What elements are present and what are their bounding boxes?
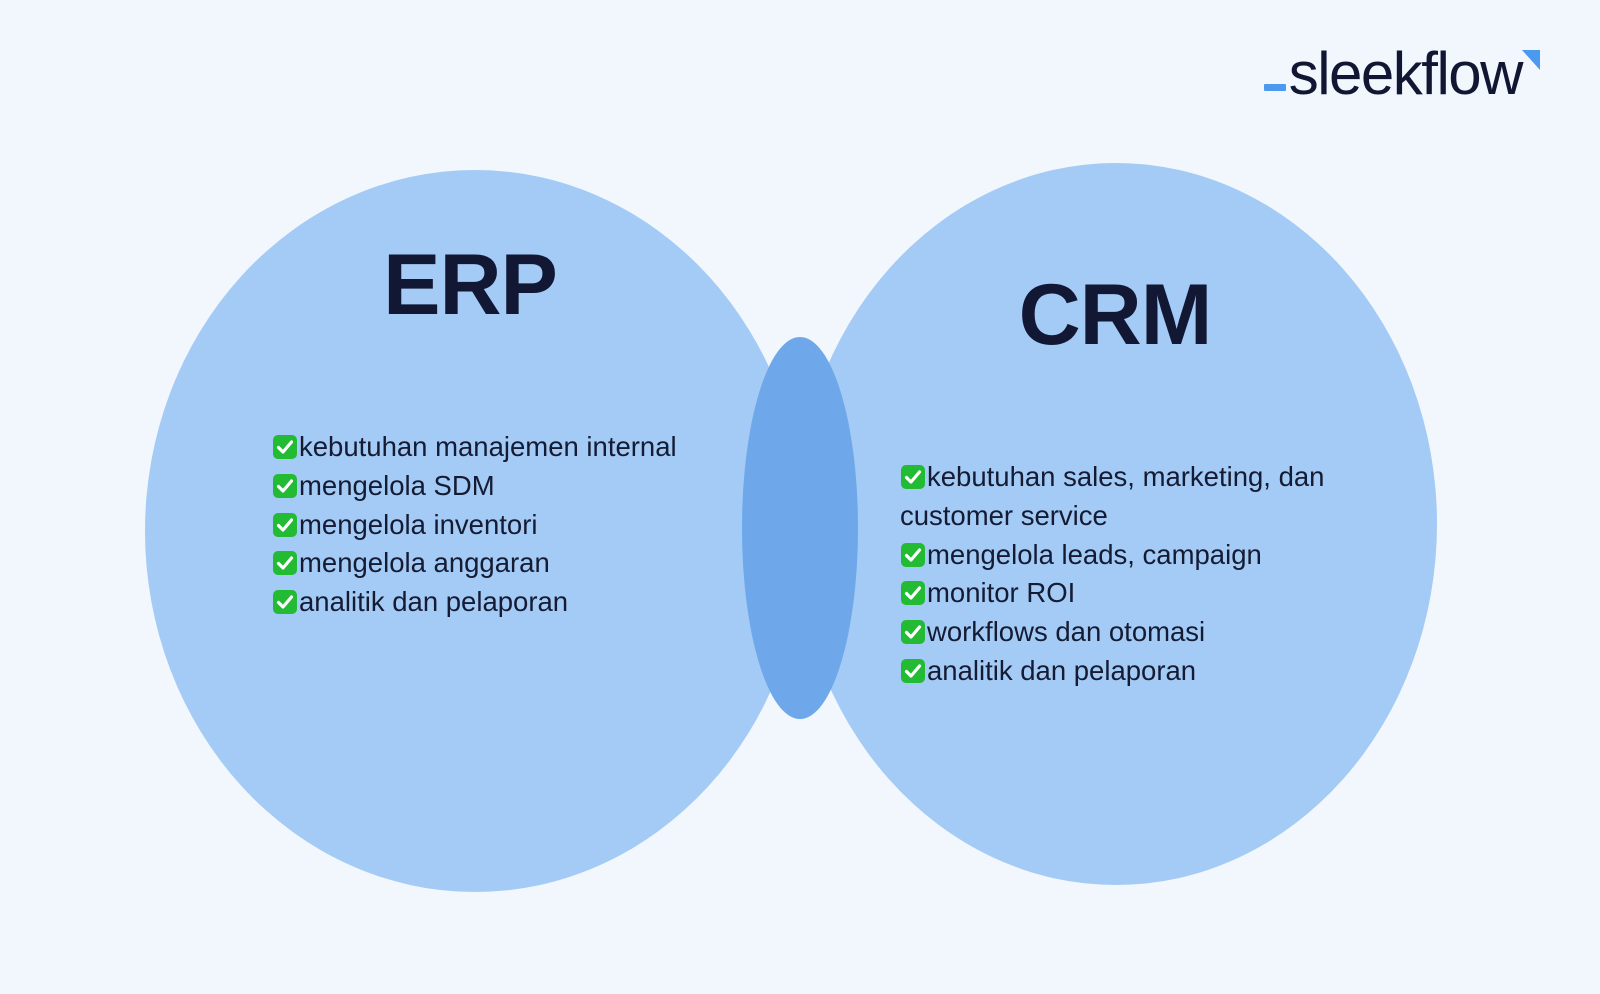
- list-item-label: analitik dan pelaporan: [927, 654, 1197, 686]
- list-item: workflows dan otomasi: [900, 613, 1370, 652]
- white-check-mark-icon: [272, 473, 298, 499]
- white-check-mark-icon: [900, 619, 926, 645]
- venn-circle-crm: [795, 163, 1437, 885]
- list-item: mengelola anggaran: [272, 544, 692, 583]
- venn-panel-erp: ERP kebutuhan manajemen internal mengelo…: [150, 200, 790, 622]
- venn-list-erp: kebutuhan manajemen internal mengelola S…: [272, 428, 692, 622]
- brand-name: sleekflow: [1288, 40, 1524, 107]
- venn-title-crm: CRM: [1018, 267, 1213, 363]
- white-check-mark-icon: [900, 464, 926, 490]
- list-item-label: mengelola SDM: [299, 469, 495, 501]
- white-check-mark-icon: [272, 589, 298, 615]
- list-item-label: monitor ROI: [927, 577, 1076, 609]
- list-item: analitik dan pelaporan: [272, 583, 692, 622]
- white-check-mark-icon: [900, 580, 926, 606]
- white-check-mark-icon: [272, 434, 298, 460]
- list-item-label: workflows dan otomasi: [927, 616, 1206, 648]
- white-check-mark-icon: [272, 550, 298, 576]
- list-item-label: kebutuhan sales, marketing, dan customer…: [900, 461, 1325, 531]
- list-item: mengelola leads, campaign: [900, 536, 1370, 575]
- list-item: mengelola inventori: [272, 506, 692, 545]
- venn-circle-erp: [145, 170, 805, 892]
- venn-panel-crm: CRM kebutuhan sales, marketing, dan cust…: [800, 210, 1430, 691]
- list-item: kebutuhan sales, marketing, dan customer…: [900, 458, 1370, 536]
- list-item-label: mengelola anggaran: [299, 547, 550, 579]
- list-item: mengelola SDM: [272, 467, 692, 506]
- venn-title-erp: ERP: [383, 237, 558, 333]
- corner-flag-icon: [1520, 50, 1542, 80]
- white-check-mark-icon: [900, 658, 926, 684]
- underscore-mark-icon: [1263, 84, 1286, 91]
- list-item-label: kebutuhan manajemen internal: [299, 431, 677, 462]
- list-item: monitor ROI: [900, 574, 1370, 613]
- list-item-label: analitik dan pelaporan: [299, 586, 569, 618]
- white-check-mark-icon: [900, 542, 926, 568]
- list-item-label: mengelola leads, campaign: [927, 538, 1262, 570]
- list-item: kebutuhan manajemen internal: [272, 428, 692, 467]
- sleekflow-logo: sleekflow: [1263, 32, 1542, 107]
- white-check-mark-icon: [272, 512, 298, 538]
- list-item: analitik dan pelaporan: [900, 652, 1370, 691]
- list-item-label: mengelola inventori: [299, 508, 538, 540]
- venn-list-crm: kebutuhan sales, marketing, dan customer…: [900, 458, 1370, 691]
